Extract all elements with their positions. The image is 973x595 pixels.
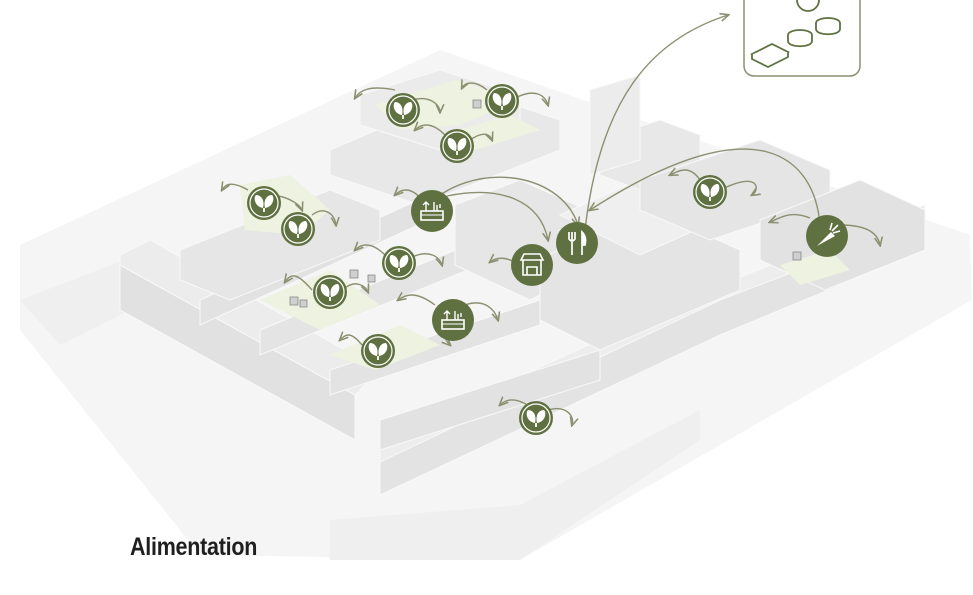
compost-storage-box [743,0,861,77]
flow-arrows [222,15,880,425]
leaf-icon [519,401,553,435]
leaf-markers [247,84,727,435]
compost-bins-icon [749,0,841,69]
market-stall-icon [511,244,553,286]
leaf-icon [361,334,395,368]
leaf-icon [440,129,474,163]
garden-crate-icon [411,190,453,232]
garden-crate-icon [432,299,474,341]
diagram-caption: Alimentation [130,533,258,561]
leaf-icon [281,212,315,246]
bin-glyphs [289,99,802,308]
leaf-icon [485,84,519,118]
leaf-icon [382,246,416,280]
leaf-icon [247,186,281,220]
carrot-icon [806,215,848,257]
fork-knife-icon [556,222,598,264]
leaf-icon [693,175,727,209]
leaf-icon [386,93,420,127]
leaf-icon [313,275,347,309]
